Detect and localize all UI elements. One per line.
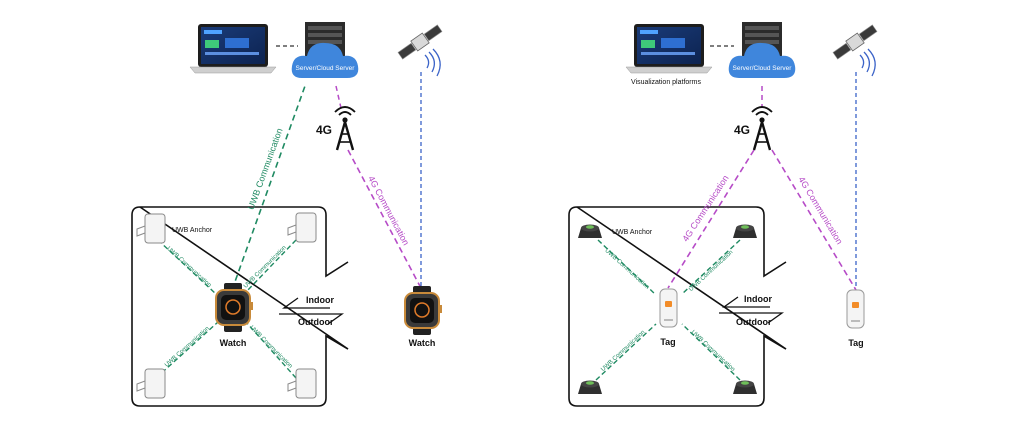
lte-watch-link [347,149,423,291]
uwb-anchor-bottom-right [733,380,757,394]
indoor-room-boundary [568,206,787,407]
network-label: 4G [734,123,750,137]
uwb-main-link-label: UWB Communication [246,127,285,211]
server-cloud-icon: Server/Cloud Server [291,22,359,78]
indoor-label: Indoor [744,294,772,304]
uwb-link-bottom-left [595,323,657,381]
indoor-label: Indoor [306,295,334,305]
uwb-anchor-top-right [287,212,317,243]
uwb-link-bottom-right [681,323,741,381]
tag-outdoor-label: Tag [848,338,863,348]
uwb-anchor-top-right [733,224,757,238]
uwb-link-top-right [245,239,297,293]
network-label: 4G [316,123,332,137]
uwb-link-bottom-right [245,321,297,379]
laptop-icon [189,24,277,74]
indoor-room-boundary [131,206,349,407]
satellite-icon [832,24,878,77]
uwb-anchor-bottom-right [287,368,317,399]
outdoor-label: Outdoor [736,317,772,327]
watch-outdoor-label: Watch [409,338,436,348]
watch-indoor-icon [215,283,253,332]
uwb-link-label-bottom-left: UWB Communication [164,326,211,369]
lte-link-label-outdoor: 4G Communication [796,175,844,246]
tag-outdoor-icon [846,289,865,329]
indoor-outdoor-arrows [719,296,785,324]
uwb-anchor-top-left [578,224,602,238]
indoor-outdoor-arrows [279,297,345,325]
uwb-server-link [231,85,306,291]
left-panel: Server/Cloud Server 4G UWB Communication [131,22,443,407]
watch-outdoor-icon [404,286,442,335]
server-cloud-icon: Server/Cloud Server [728,22,796,78]
laptop-icon [625,24,713,74]
right-panel: Visualization platforms Server/Cloud Ser… [568,22,878,407]
uwb-link-label-bottom-left: UWB Communication [600,330,646,374]
uwb-anchor-top-left [136,213,166,244]
satellite-icon [397,24,443,77]
uwb-anchor-bottom-left [578,380,602,394]
uwb-link-label-bottom-right: UWB Communication [248,325,293,370]
outdoor-label: Outdoor [298,317,334,327]
uwb-link-bottom-left [155,321,219,379]
tag-indoor-label: Tag [660,337,675,347]
lte-tag-indoor-link [667,149,755,289]
server-label: Server/Cloud Server [733,65,793,72]
lte-link-label-indoor: 4G Communication [680,173,730,243]
server-label: Server/Cloud Server [296,65,356,72]
anchor-label: UWB Anchor [172,227,213,234]
cell-tower-icon: 4G [316,106,356,151]
uwb-link-label-bottom-right: UWB Communication [690,330,736,374]
tag-indoor-icon [659,288,678,328]
uwb-link-label-top-left: UWB Communication [603,248,650,291]
uwb-link-label-top-right: UWB Communication [243,245,288,290]
watch-indoor-label: Watch [220,338,247,348]
lte-tag-outdoor-link [771,149,857,291]
uwb-link-top-left [597,239,656,295]
uwb-link-label-top-right: UWB Communication [688,250,734,294]
uwb-link-top-left [157,239,217,295]
lte-link-label: 4G Communication [366,174,411,247]
lte-server-link [335,85,342,109]
platform-label: Visualization platforms [631,79,701,86]
uwb-link-top-right [681,239,741,295]
cell-tower-icon: 4G [734,106,773,151]
anchor-label: UWB Anchor [612,229,653,236]
uwb-anchor-bottom-left [136,368,166,399]
